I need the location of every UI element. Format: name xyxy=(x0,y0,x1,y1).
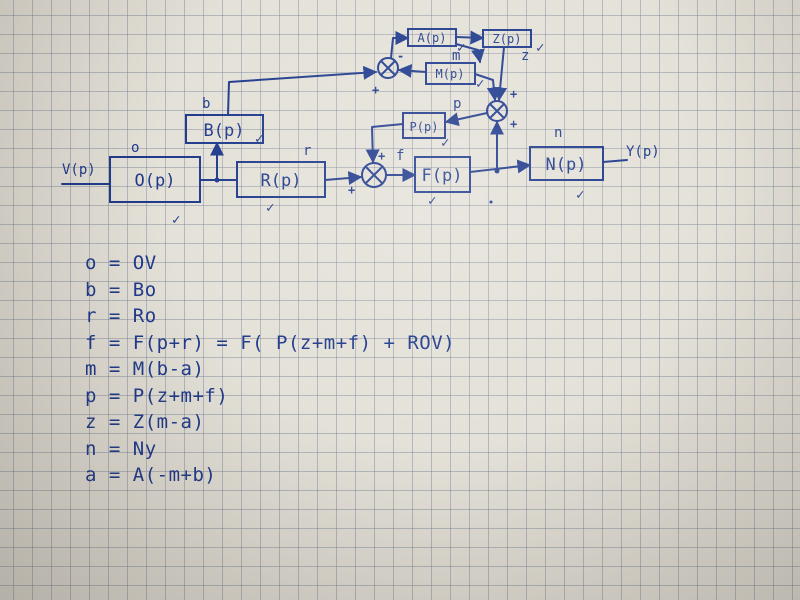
block-r: R(p) xyxy=(236,161,326,198)
ink-dot xyxy=(489,200,493,204)
block-m-label: M(p) xyxy=(436,67,465,81)
signal-f-label: f xyxy=(396,148,404,164)
signal-r-label: r xyxy=(303,143,311,159)
equation-list: o = OV b = Bo r = Ro f = F(p+r) = F( P(z… xyxy=(85,250,505,489)
sign-top-left: + xyxy=(372,83,379,97)
sign-top-right: - xyxy=(397,49,404,63)
check-mark: ✓ xyxy=(536,40,544,56)
block-n: N(p) xyxy=(529,146,604,181)
check-mark: ✓ xyxy=(576,187,584,203)
pickoff-point-y xyxy=(494,168,500,174)
block-b-label: B(p) xyxy=(204,121,245,141)
summing-junction-top-left xyxy=(377,57,399,79)
pickoff-point-o xyxy=(214,177,220,183)
equation-b: b = Bo xyxy=(85,278,157,301)
equation-m: m = M(b-a) xyxy=(85,358,205,380)
equation-o: o = OV xyxy=(85,252,157,274)
block-a-label: A(p) xyxy=(418,31,447,45)
summing-junction-main xyxy=(361,162,387,188)
sign-main-top: + xyxy=(378,149,385,163)
equation-f: f = F(p+r) = F( P(z+m+f) + ROV) xyxy=(85,331,456,354)
signal-z-label: z xyxy=(521,48,529,64)
sign-main-left: + xyxy=(348,183,355,197)
sign-right-bottom: + xyxy=(510,117,517,131)
block-z-label: Z(p) xyxy=(493,32,522,46)
check-mark: ✓ xyxy=(457,40,465,56)
block-o-label: O(p) xyxy=(135,171,176,191)
block-a: A(p) xyxy=(407,28,457,47)
block-o: O(p) xyxy=(109,156,201,203)
equation-n: n = Ny xyxy=(85,437,157,460)
check-mark: ✓ xyxy=(428,193,436,209)
signal-m-label: m xyxy=(452,48,460,64)
block-m: M(p) xyxy=(425,62,476,85)
input-label: V(p) xyxy=(62,162,96,178)
check-mark: ✓ xyxy=(476,76,484,92)
summing-junction-right xyxy=(486,100,508,122)
equation-z: z = Z(m-a) xyxy=(85,411,205,433)
block-p: P(p) xyxy=(402,112,446,139)
output-label: Y(p) xyxy=(626,144,660,160)
signal-b-label: b xyxy=(202,96,210,112)
check-mark: ✓ xyxy=(172,212,180,228)
block-f: F(p) xyxy=(414,156,471,193)
block-b: B(p) xyxy=(185,114,264,144)
signal-lines xyxy=(61,30,628,186)
block-r-label: R(p) xyxy=(261,171,302,191)
block-z: Z(p) xyxy=(482,29,532,48)
block-n-label: N(p) xyxy=(546,155,587,175)
check-mark: ✓ xyxy=(441,135,449,151)
signal-n-label: n xyxy=(554,125,562,141)
equation-r: r = Ro xyxy=(85,305,157,327)
equation-a: a = A(-m+b) xyxy=(85,464,217,486)
signal-o-label: o xyxy=(131,140,139,156)
signal-p-label: p xyxy=(453,96,461,112)
block-f-label: F(p) xyxy=(422,166,463,186)
sign-right-top: + xyxy=(510,87,517,101)
check-mark: ✓ xyxy=(266,200,274,216)
block-p-label: P(p) xyxy=(410,120,439,134)
check-mark: ✓ xyxy=(255,131,263,147)
equation-p: p = P(z+m+f) xyxy=(85,384,229,407)
